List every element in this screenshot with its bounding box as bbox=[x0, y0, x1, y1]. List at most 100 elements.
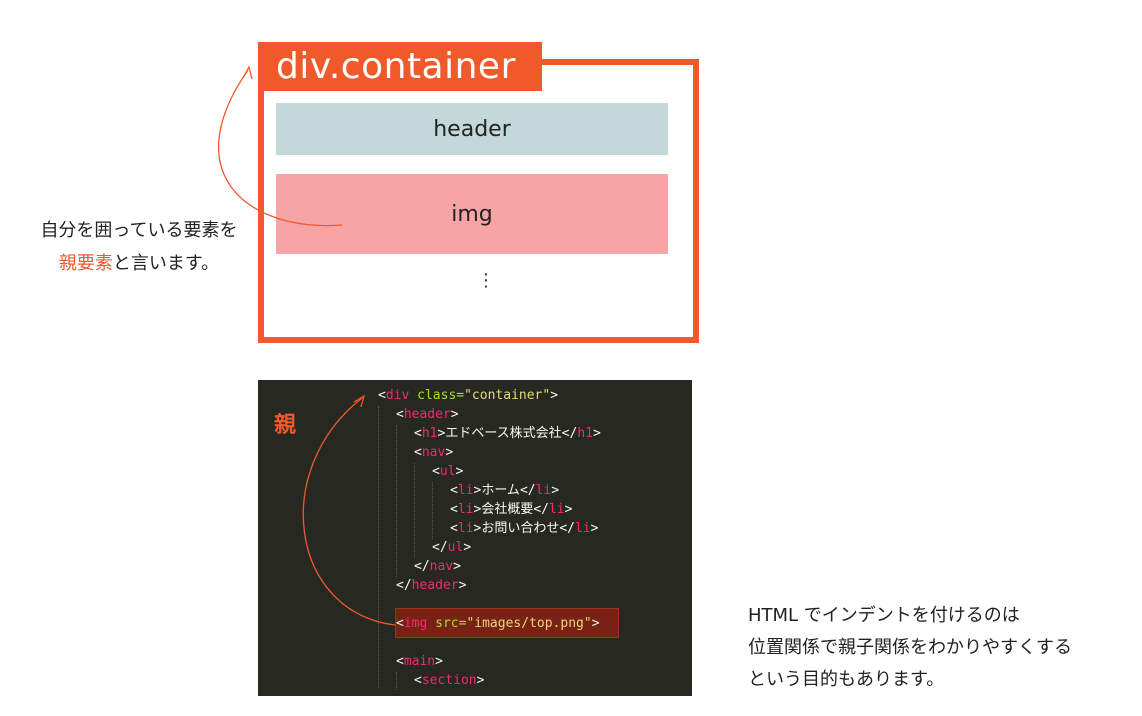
code-token-gt: > bbox=[473, 502, 482, 517]
code-token-lt: < bbox=[396, 407, 404, 422]
code-token-close-gt: > bbox=[551, 483, 560, 498]
code-line: <main> bbox=[396, 652, 443, 671]
code-line: <li>会社概要</li> bbox=[450, 500, 572, 519]
code-token-lt: < bbox=[450, 483, 458, 498]
code-token-close-tag: li bbox=[535, 483, 552, 498]
img-block-label: img bbox=[451, 201, 493, 227]
code-token-tag: ul bbox=[447, 540, 464, 555]
side-note-line-3: という目的もあります。 bbox=[748, 669, 945, 690]
code-token-lt: < bbox=[396, 616, 404, 631]
parent-caption: 自分を囲っている要素を 親要素と言います。 bbox=[14, 214, 264, 280]
code-line: </ul> bbox=[432, 538, 471, 557]
code-token-tag: li bbox=[457, 483, 474, 498]
code-line: <nav> bbox=[414, 443, 453, 462]
caption-line-1: 自分を囲っている要素を bbox=[40, 220, 238, 241]
code-token-str: "container" bbox=[464, 388, 551, 403]
code-token-close-lt: </ bbox=[519, 483, 536, 498]
code-token-close-tag: li bbox=[574, 521, 591, 536]
indent-guide bbox=[396, 672, 397, 690]
code-line: <ul> bbox=[432, 462, 463, 481]
code-token-tag: header bbox=[403, 407, 451, 422]
code-token-text: 会社概要 bbox=[481, 502, 534, 517]
code-editor-panel bbox=[258, 380, 692, 696]
diagram-arrow-head bbox=[242, 65, 253, 80]
img-block: img bbox=[276, 174, 668, 254]
code-token-close-lt: </ bbox=[533, 502, 549, 517]
code-token-tag: nav bbox=[429, 559, 454, 574]
indent-guide bbox=[378, 406, 379, 688]
header-block: header bbox=[276, 103, 668, 155]
header-block-label: header bbox=[433, 116, 511, 142]
code-line: <header> bbox=[396, 405, 459, 424]
diagram-curved-arrow bbox=[217, 69, 343, 227]
code-token-lt: < bbox=[450, 502, 458, 517]
indent-guide bbox=[432, 482, 433, 539]
code-token-lt: </ bbox=[396, 578, 412, 593]
code-token-text: エドベース株式会社 bbox=[445, 426, 562, 441]
code-token-gt: > bbox=[458, 578, 467, 593]
code-token-close-lt: </ bbox=[561, 426, 578, 441]
code-token-lt: < bbox=[414, 673, 422, 688]
code-token-lt: < bbox=[450, 521, 458, 536]
code-token-gt: > bbox=[550, 388, 559, 403]
code-line: <img src="images/top.png"> bbox=[396, 614, 600, 633]
code-line: <div class="container"> bbox=[378, 386, 558, 405]
code-token-tag: img bbox=[403, 616, 428, 631]
code-arrow-head bbox=[353, 394, 366, 408]
code-token-gt: > bbox=[591, 616, 600, 631]
vertical-ellipsis: ⋮ bbox=[477, 270, 495, 291]
code-token-gt: > bbox=[455, 464, 464, 479]
code-token-tag: li bbox=[457, 521, 474, 536]
code-token-tag: header bbox=[411, 578, 459, 593]
code-token-lt: < bbox=[432, 464, 440, 479]
code-token-tag: h1 bbox=[421, 426, 438, 441]
side-note-line-2: 位置関係で親子関係をわかりやすくする bbox=[748, 637, 1072, 658]
code-token-text: ホーム bbox=[481, 483, 520, 498]
code-curved-arrow bbox=[302, 397, 396, 626]
caption-accent: 親要素 bbox=[58, 253, 113, 274]
code-token-tag: ul bbox=[439, 464, 456, 479]
code-token-attr: src= bbox=[427, 616, 467, 631]
parent-kanji-label: 親 bbox=[274, 413, 297, 438]
code-token-gt: > bbox=[435, 654, 443, 669]
indent-guide bbox=[396, 425, 397, 577]
code-token-gt: > bbox=[453, 559, 461, 574]
code-token-tag: li bbox=[457, 502, 474, 517]
caption-rest: と言います。 bbox=[112, 253, 220, 274]
code-token-gt: > bbox=[476, 673, 485, 688]
code-token-attr: class= bbox=[409, 388, 465, 403]
container-label: div.container bbox=[258, 42, 542, 91]
code-token-lt: < bbox=[378, 388, 386, 403]
code-token-close-tag: h1 bbox=[577, 426, 593, 441]
code-token-gt: > bbox=[450, 407, 459, 422]
code-token-gt: > bbox=[463, 540, 472, 555]
code-token-text: お問い合わせ bbox=[481, 521, 560, 536]
code-token-str: "images/top.png" bbox=[466, 616, 592, 631]
code-token-close-lt: </ bbox=[559, 521, 575, 536]
caption-line-2: 親要素と言います。 bbox=[14, 247, 264, 280]
code-token-tag: nav bbox=[421, 445, 446, 460]
code-token-lt: </ bbox=[414, 559, 430, 574]
code-token-close-gt: > bbox=[564, 502, 573, 517]
side-note: HTML でインデントを付けるのは 位置関係で親子関係をわかりやすくする という… bbox=[748, 600, 1138, 696]
code-token-lt: < bbox=[414, 426, 422, 441]
code-line: </nav> bbox=[414, 557, 461, 576]
code-line: <li>お問い合わせ</li> bbox=[450, 519, 598, 538]
code-token-gt: > bbox=[473, 521, 482, 536]
code-line: <h1>エドベース株式会社</h1> bbox=[414, 424, 601, 443]
indent-guide bbox=[414, 463, 415, 558]
code-token-close-tag: li bbox=[548, 502, 565, 517]
code-line: <li>ホーム</li> bbox=[450, 481, 559, 500]
code-line: <section> bbox=[414, 671, 484, 690]
code-token-gt: > bbox=[437, 426, 446, 441]
code-token-gt: > bbox=[473, 483, 482, 498]
code-token-tag: section bbox=[421, 673, 477, 688]
side-note-line-1: HTML でインデントを付けるのは bbox=[748, 605, 1020, 626]
code-token-lt: < bbox=[414, 445, 422, 460]
code-line: </header> bbox=[396, 576, 466, 595]
img-line-highlight bbox=[395, 608, 619, 638]
code-token-tag: div bbox=[385, 388, 410, 403]
code-token-close-gt: > bbox=[590, 521, 599, 536]
code-token-close-gt: > bbox=[592, 426, 601, 441]
